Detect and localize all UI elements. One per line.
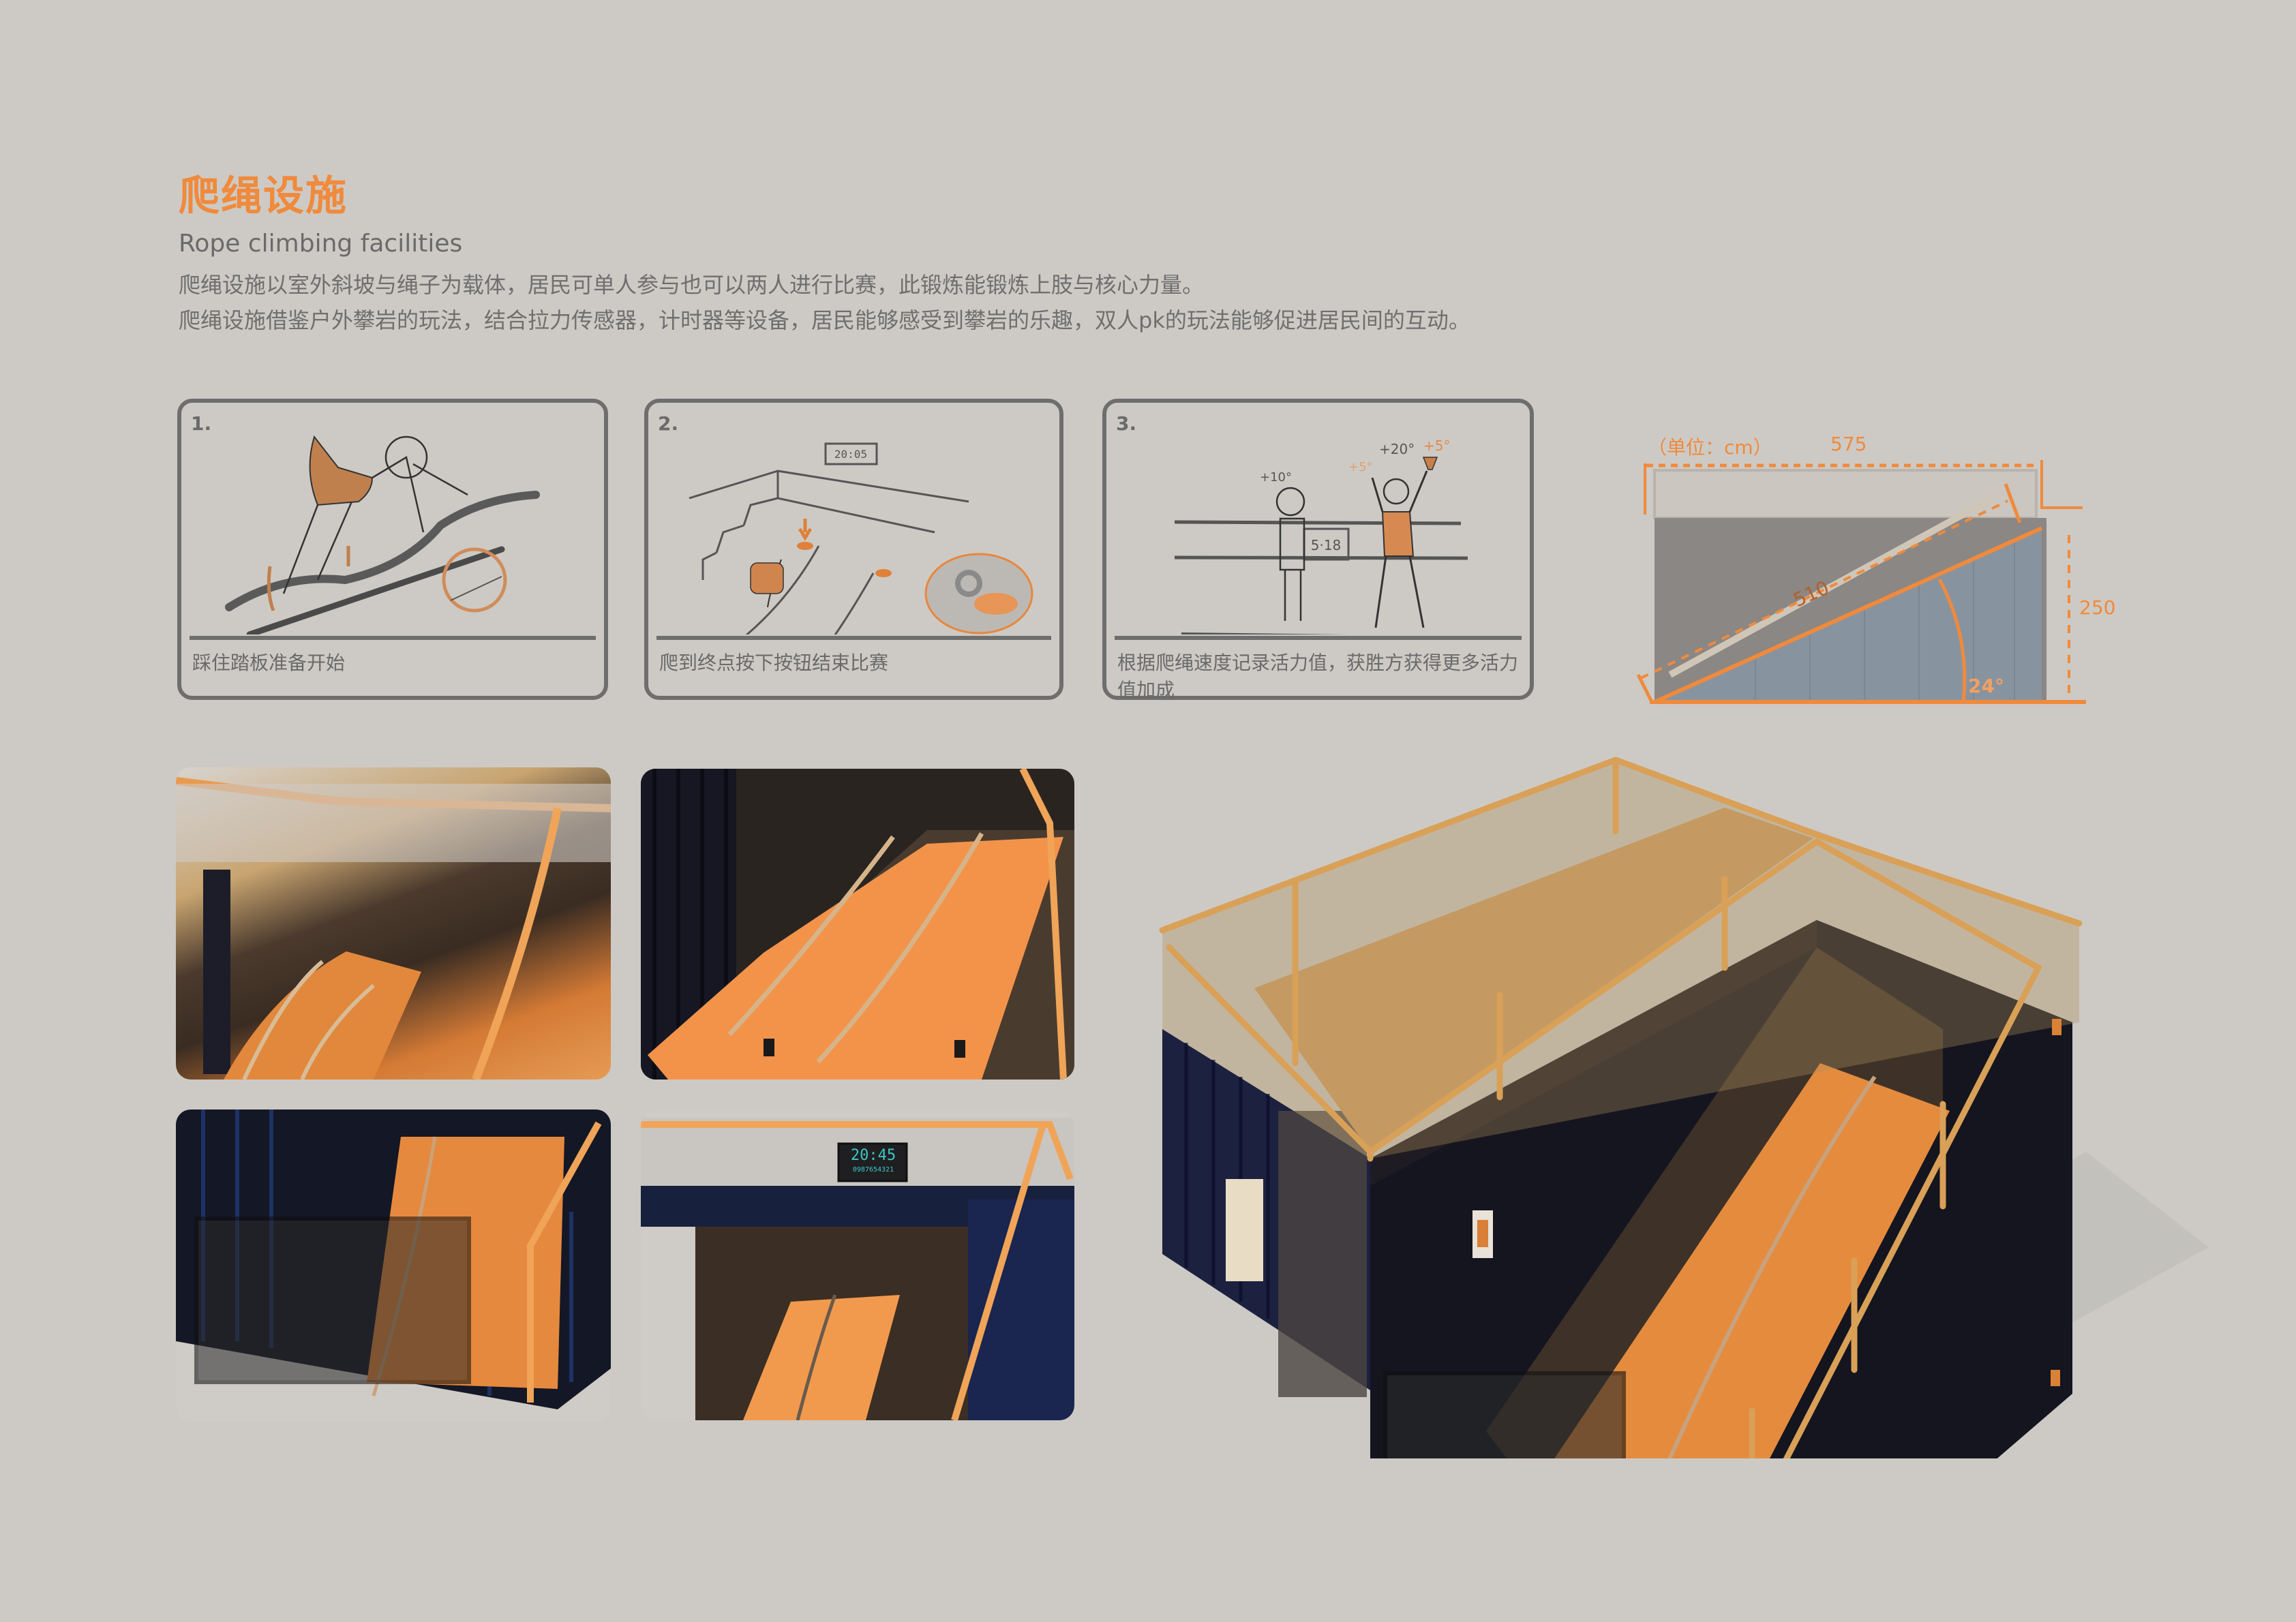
page-subtitle: Rope climbing facilities (179, 230, 463, 258)
dimension-diagram: （单位：cm） 575 250 510 24° (1633, 433, 2115, 705)
finish-button-sketch-icon: 20:05 (689, 442, 1033, 634)
step-caption: 踩住踏板准备开始 (192, 652, 346, 674)
step-card-1: 1. 踩住踏板准备开始 (177, 399, 608, 700)
step-caption: 爬到终点按下按钮结束比赛 (659, 652, 889, 674)
stairs-render-icon (641, 769, 1074, 1080)
photo-scoreboard: 20:45 0987654321 (641, 1111, 1074, 1420)
width-dimension: 575 (1830, 433, 1867, 455)
ramp-render-icon (176, 777, 611, 1080)
step-number: 3. (1116, 412, 1137, 435)
container-3d-render (1145, 743, 2209, 1622)
unit-label: （单位：cm） (1648, 436, 1772, 459)
photo-ramp-stairs (641, 769, 1074, 1080)
divider (656, 636, 1051, 640)
photo-ramp-top (176, 767, 611, 1080)
svg-text:+5°: +5° (1348, 460, 1373, 474)
step-number: 2. (658, 412, 679, 435)
height-dimension: 250 (2079, 596, 2116, 619)
winner-celebration-sketch-icon: 5·18 +10° +5° +20° +5° (1174, 438, 1468, 634)
scoreboard-digits: 0987654321 (852, 1166, 894, 1174)
description-line-2: 爬绳设施借鉴户外攀岩的玩法，结合拉力传感器，计时器等设备，居民能够感受到攀岩的乐… (179, 307, 1470, 333)
svg-text:+10°: +10° (1260, 470, 1292, 485)
description-line-1: 爬绳设施以室外斜坡与绳子为载体，居民可单人参与也可以两人进行比赛，此锻炼能锻炼上… (179, 272, 1205, 298)
svg-text:+20°: +20° (1379, 441, 1415, 457)
angle-dimension: 24° (1968, 675, 2004, 697)
page-title: 爬绳设施 (179, 172, 348, 220)
container-elevation-icon (1636, 460, 2086, 704)
svg-text:5·18: 5·18 (1311, 537, 1342, 553)
photo-entrance-gate (176, 1110, 611, 1422)
climber-pedal-sketch-icon (225, 435, 540, 634)
scoreboard-render-icon (641, 1118, 1074, 1420)
step-card-3: 3. 5·18 +10° +5° +20° +5° 根据爬绳速度记录活力值，获胜… (1102, 399, 1534, 701)
gate-render-icon (176, 1110, 611, 1409)
scoreboard-time: 20:45 (850, 1147, 896, 1164)
step-caption: 根据爬绳速度记录活力值，获胜方获得更多活力值加成 (1117, 652, 1519, 701)
rope-climbing-container-icon (1159, 756, 2209, 1622)
step-card-2: 2. 20:05 爬到终点按下按钮结束比赛 (644, 399, 1063, 700)
step-number: 1. (191, 412, 212, 435)
svg-text:+5°: +5° (1423, 438, 1450, 454)
divider (1115, 636, 1522, 640)
svg-text:20:05: 20:05 (834, 448, 867, 461)
divider (190, 636, 596, 640)
